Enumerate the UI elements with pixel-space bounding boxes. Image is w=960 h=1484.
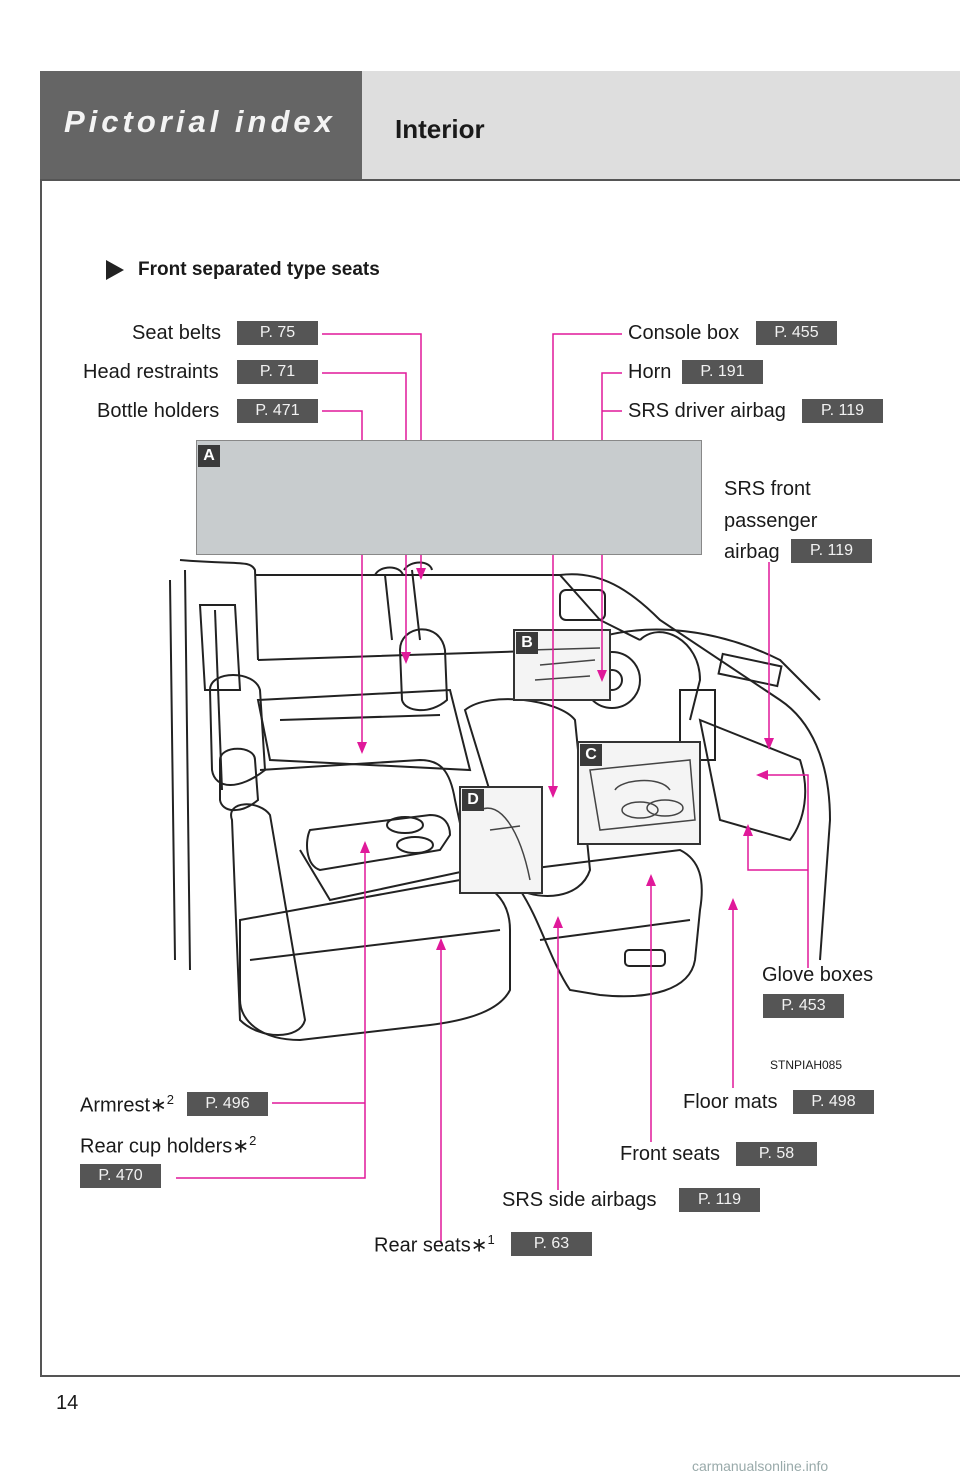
page-ref-bottle-holders[interactable]: P. 471	[237, 399, 318, 423]
subsection-title: Front separated type seats	[138, 259, 380, 280]
page-ref-srs-side-airbags[interactable]: P. 119	[679, 1188, 760, 1212]
leader-console-box	[552, 333, 622, 796]
footnote-mark: 1	[487, 1232, 495, 1247]
triangle-bullet-icon	[106, 260, 124, 280]
asterisk-icon: ∗	[232, 1135, 250, 1158]
page-ref-console-box[interactable]: P. 455	[756, 321, 837, 345]
label-srs-front-line2: passenger	[724, 510, 818, 532]
page-ref-srs-driver-airbag[interactable]: P. 119	[802, 399, 883, 423]
label-glove-boxes: Glove boxes	[762, 964, 874, 986]
page-ref-floor-mats[interactable]: P. 498	[793, 1090, 874, 1114]
asterisk-icon: ∗	[150, 1094, 167, 1117]
label-floor-mats: Floor mats	[683, 1091, 778, 1113]
inset-tag-d: D	[462, 789, 484, 811]
leader-arrowheads	[357, 568, 774, 950]
leader-glove-boxes	[747, 774, 809, 968]
page-ref-glove-boxes[interactable]: P. 453	[763, 994, 844, 1018]
page-ref-horn[interactable]: P. 191	[682, 360, 763, 384]
header-section-band	[40, 71, 362, 181]
inset-b	[513, 629, 611, 701]
header-divider	[40, 179, 960, 181]
page-title: Interior	[395, 114, 485, 144]
section-title: Pictorial index	[64, 104, 336, 139]
label-srs-side-airbags: SRS side airbags	[502, 1189, 657, 1211]
label-console-box: Console box	[628, 322, 740, 344]
page-ref-seat-belts[interactable]: P. 75	[237, 321, 318, 345]
label-srs-front-line1: SRS front	[724, 478, 811, 500]
leader-bottle-holders	[322, 410, 363, 752]
page-ref-rear-seats[interactable]: P. 63	[511, 1232, 592, 1256]
label-srs-front-line3: airbag	[724, 541, 780, 563]
label-seat-belts: Seat belts	[132, 322, 221, 344]
label-rear-seats-text: Rear seats	[374, 1234, 471, 1257]
label-armrest: Armrest∗2	[80, 1092, 174, 1118]
asterisk-icon: ∗	[470, 1234, 488, 1257]
label-bottle-holders: Bottle holders	[97, 400, 220, 422]
label-front-seats: Front seats	[620, 1143, 721, 1165]
leader-horn	[601, 372, 622, 680]
label-rear-seats: Rear seats∗1	[374, 1232, 495, 1258]
page-number: 14	[56, 1392, 79, 1414]
label-armrest-text: Armrest	[80, 1094, 150, 1117]
label-head-restraints: Head restraints	[83, 361, 219, 383]
header-title-band	[362, 71, 960, 181]
label-srs-driver-airbag: SRS driver airbag	[628, 400, 786, 422]
figure-code: STNPIAH085	[770, 1058, 843, 1072]
inset-a-panel	[196, 440, 702, 555]
leader-head-restraints	[322, 372, 407, 662]
leader-cup-holders	[176, 843, 366, 1179]
label-horn: Horn	[628, 361, 672, 383]
page-ref-front-seats[interactable]: P. 58	[736, 1142, 817, 1166]
page-ref-armrest[interactable]: P. 496	[187, 1092, 268, 1116]
inset-tag-a: A	[198, 445, 220, 467]
label-rear-cup-holders: Rear cup holders∗2	[80, 1133, 256, 1159]
footnote-mark: 2	[166, 1092, 174, 1107]
label-rear-cup-holders-text: Rear cup holders	[80, 1135, 233, 1158]
inset-tag-b: B	[516, 632, 538, 654]
inset-tag-c: C	[580, 744, 602, 766]
page-ref-head-restraints[interactable]: P. 71	[237, 360, 318, 384]
page-ref-rear-cup-holders[interactable]: P. 470	[80, 1164, 161, 1188]
page-ref-srs-front-passenger-airbag[interactable]: P. 119	[791, 539, 872, 563]
watermark: carmanualsonline.info	[692, 1458, 829, 1474]
footnote-mark: 2	[249, 1133, 257, 1148]
